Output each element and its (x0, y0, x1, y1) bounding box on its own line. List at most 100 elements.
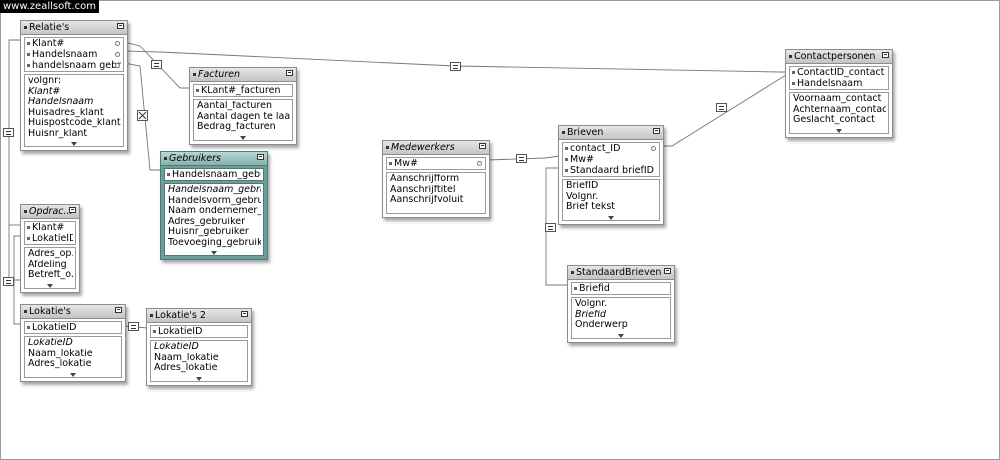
minimize-icon[interactable] (286, 70, 293, 76)
key-field[interactable]: LokatieID (153, 326, 245, 337)
field[interactable]: Adres_op... (28, 249, 73, 259)
scroll-down-icon[interactable] (71, 142, 77, 146)
scroll-down-icon[interactable] (47, 283, 53, 288)
table-relaties[interactable]: Relatie's Klant# Handelsnaam handelsnaam… (20, 20, 128, 151)
field[interactable]: BriefID (566, 181, 599, 191)
minimize-icon[interactable] (117, 23, 124, 29)
field[interactable]: Huispostcode_klant (28, 118, 121, 128)
scroll-down-icon[interactable] (211, 251, 217, 255)
minimize-icon[interactable] (653, 128, 660, 134)
field[interactable]: Aantal dagen te laat (197, 111, 290, 122)
table-title-bar[interactable]: Opdrac... (21, 205, 79, 219)
field[interactable]: Adres_lokatie (154, 363, 218, 373)
table-gebruikers[interactable]: Gebruikers Handelsnaam_gebruik... Handel… (160, 151, 268, 260)
minimize-icon[interactable] (882, 52, 889, 58)
key-field[interactable]: Klant# (27, 222, 73, 233)
table-title-bar[interactable]: Gebruikers (161, 152, 267, 166)
table-title-bar[interactable]: Contactpersonen (786, 50, 892, 64)
field[interactable]: Klant# (28, 86, 61, 97)
minimize-icon[interactable] (257, 154, 264, 160)
table-title-bar[interactable]: Medewerkers (383, 141, 489, 155)
scroll-down-icon[interactable] (608, 215, 614, 220)
scroll-down-icon[interactable] (618, 333, 624, 338)
table-facturen[interactable]: Facturen KLant#_facturen Aantal_facturen… (189, 67, 297, 145)
field[interactable]: Aantal_facturen (197, 101, 272, 111)
key-field[interactable]: handelsnaam gebrui... (27, 60, 121, 71)
table-title-bar[interactable]: Lokatie's (21, 305, 125, 319)
minimize-icon[interactable] (664, 268, 671, 274)
table-contactpersonen[interactable]: Contactpersonen ContactID_contact Handel… (785, 49, 893, 138)
field[interactable]: Toevoeging_gebruiker (168, 237, 261, 248)
key-field[interactable]: Klant# (27, 38, 121, 49)
table-brieven[interactable]: Brieven contact_ID Mw# Standaard briefID… (558, 125, 664, 225)
field[interactable]: Volgnr. (575, 299, 608, 309)
field[interactable]: Geslacht_contact (793, 115, 875, 125)
minimize-icon[interactable] (479, 143, 486, 149)
key-field[interactable]: ContactID_contact (792, 67, 886, 78)
minimize-icon[interactable] (115, 307, 122, 313)
relation-equal-marker[interactable] (716, 103, 727, 112)
field[interactable]: Naam_lokatie (28, 348, 93, 359)
relation-equal-marker[interactable] (128, 322, 139, 331)
table-opdrachten[interactable]: Opdrac... Klant# LokatieID... Adres_op..… (20, 204, 80, 293)
field[interactable]: Huisadres_klant (28, 107, 104, 118)
scroll-down-icon[interactable] (240, 135, 246, 140)
minimize-icon[interactable] (241, 311, 248, 317)
relation-cross-marker[interactable] (137, 110, 148, 121)
table-title-bar[interactable]: Relatie's (21, 21, 127, 35)
field[interactable]: Aanschrijfform (390, 174, 460, 184)
relation-equal-marker[interactable] (151, 60, 162, 69)
minimize-icon[interactable] (69, 207, 76, 213)
field[interactable]: Afdeling (28, 259, 67, 270)
field[interactable]: Adres_gebruiker (168, 216, 245, 227)
field[interactable]: Voornaam_contact (793, 94, 882, 104)
table-title-bar[interactable]: Brieven (559, 126, 663, 140)
relation-equal-marker[interactable] (3, 128, 14, 137)
scroll-down-icon[interactable] (70, 372, 76, 377)
field[interactable]: Onderwerp (575, 320, 628, 330)
table-standaardbrieven[interactable]: StandaardBrieven Briefid Volgnr. Briefid… (567, 265, 675, 343)
table-lokaties-2[interactable]: Lokatie's 2 LokatieID LokatieID Naam_lok… (146, 308, 252, 386)
field[interactable]: Volgnr. (566, 191, 599, 202)
key-field[interactable]: LokatieID (27, 322, 119, 333)
scroll-down-icon[interactable] (196, 376, 202, 381)
key-field[interactable]: Handelsnaam_gebruik... (167, 169, 261, 180)
field[interactable]: Aanschrijftitel (390, 184, 456, 195)
table-title-bar[interactable]: Lokatie's 2 (147, 309, 251, 323)
relation-equal-marker[interactable] (545, 223, 556, 232)
field[interactable]: Huisnr_klant (28, 128, 88, 139)
key-field[interactable]: Briefid (574, 283, 668, 294)
key-field[interactable]: LokatieID... (27, 233, 73, 244)
table-title-bar[interactable]: StandaardBrieven (568, 266, 674, 280)
field[interactable]: Bedrag_facturen (197, 122, 276, 132)
field[interactable]: Briefid (575, 309, 607, 320)
field[interactable]: Adres_lokatie (28, 359, 92, 369)
field[interactable]: Naam_lokatie (154, 352, 219, 363)
relation-equal-marker[interactable] (3, 277, 14, 286)
field[interactable]: Betreft_o... (28, 270, 73, 280)
relation-equal-marker[interactable] (516, 154, 527, 163)
key-field[interactable]: KLant#_facturen (196, 85, 290, 96)
field[interactable]: Handelsnaam (28, 97, 94, 107)
field[interactable]: Naam ondernemer_g... (168, 206, 261, 216)
field[interactable]: Handelsvorm_gebruiker (168, 195, 261, 206)
field[interactable]: Aanschrijfvoluit (390, 195, 464, 205)
field[interactable]: Brief tekst (566, 202, 616, 212)
field[interactable]: Handelsnaam_gebruik... (168, 185, 261, 195)
key-field[interactable]: Handelsnaam (27, 49, 121, 60)
field[interactable]: volgnr: (28, 76, 62, 86)
key-field[interactable]: Mw# (565, 154, 657, 165)
table-medewerkers[interactable]: Medewerkers Mw# Aanschrijfform Aanschrij… (382, 140, 490, 218)
key-field[interactable]: Mw# (389, 158, 483, 169)
table-title-bar[interactable]: Facturen (190, 68, 296, 82)
field[interactable]: LokatieID (154, 342, 199, 352)
table-lokaties[interactable]: Lokatie's LokatieID LokatieID Naam_lokat… (20, 304, 126, 382)
scroll-down-icon[interactable] (836, 128, 842, 133)
key-field[interactable]: Handelsnaam (792, 78, 886, 89)
key-field[interactable]: Standaard briefID (565, 165, 657, 176)
key-field[interactable]: contact_ID (565, 143, 657, 154)
field[interactable]: Achternaam_contact (793, 104, 886, 115)
field[interactable]: Huisnr_gebruiker (168, 227, 249, 237)
relation-equal-marker[interactable] (450, 62, 461, 71)
field[interactable]: LokatieID (28, 338, 73, 348)
